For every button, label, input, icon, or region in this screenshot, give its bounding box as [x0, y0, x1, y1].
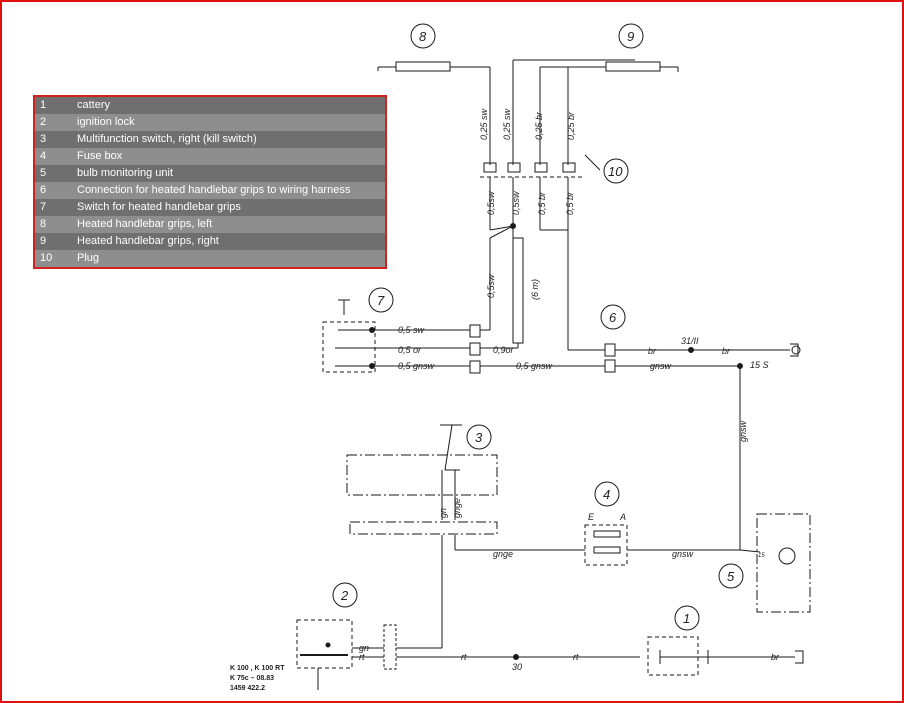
- legend-row: 8 Heated handlebar grips, left: [35, 216, 385, 233]
- wire-label: 15: [758, 553, 765, 559]
- wire-label: 0,5 or: [398, 345, 422, 355]
- callout-1: [674, 605, 700, 631]
- legend-row: 9 Heated handlebar grips, right: [35, 233, 385, 250]
- wire-label: 0,5 br: [537, 191, 547, 215]
- callout-10: [603, 158, 629, 184]
- legend-table: 1 cattery 2 ignition lock 3 Multifunction s…: [33, 95, 387, 269]
- wire-label: 0,5 sw: [398, 325, 425, 335]
- legend-row: 7 Switch for heated handlebar grips: [35, 199, 385, 216]
- callout-7-label: 7: [377, 293, 385, 308]
- callout-3: [466, 424, 492, 450]
- legend-number: 4: [40, 150, 47, 162]
- callout-5: [718, 563, 744, 589]
- wire-label: 0,5 gnsw: [398, 361, 435, 371]
- wire-label: 0,5sw: [511, 191, 521, 215]
- wire-label: gnsw: [672, 549, 694, 559]
- legend-number: 7: [40, 201, 47, 213]
- callout-9-label: 9: [627, 29, 634, 44]
- wire-label: 0,25 sw: [479, 108, 489, 140]
- wire-label: br: [648, 346, 657, 356]
- legend-text: Switch for heated handlebar grips: [77, 201, 241, 213]
- bulb-monitor-5: [756, 513, 811, 613]
- footer-part-number: 1459 422.2: [230, 685, 265, 692]
- legend-row: 10 Plug: [35, 250, 385, 267]
- footer-model: K 100 , K 100 RT: [230, 665, 285, 672]
- callout-6-label: 6: [609, 310, 617, 325]
- legend-number: 9: [40, 235, 47, 247]
- legend-text: Multifunction switch, right (kill switch…: [77, 133, 257, 145]
- wire-label: gnsw: [650, 361, 672, 371]
- wire-label: rt: [573, 652, 579, 662]
- legend-text: Fuse box: [77, 150, 123, 162]
- callout-5-label: 5: [727, 569, 735, 584]
- legend-row: 5 bulb monitoring unit: [35, 165, 385, 182]
- callout-9: [618, 23, 644, 49]
- legend-row: 3 Multifunction switch, right (kill switc…: [35, 131, 385, 148]
- callout-8: [410, 23, 436, 49]
- legend-row: 4 Fuse box: [35, 148, 385, 165]
- ignition-lock-2: [296, 619, 353, 690]
- wire-label: rt: [359, 652, 365, 662]
- legend-text: bulb monitoring unit: [77, 167, 174, 179]
- wire-label: 0,9or: [493, 345, 515, 355]
- legend-number: 10: [40, 252, 53, 264]
- heated-grip-left: [377, 61, 491, 165]
- callout-4-label: 4: [603, 487, 610, 502]
- callout-7: [368, 287, 394, 313]
- wire-label: 0,5sw: [486, 191, 496, 215]
- wire-label: 15 S: [750, 360, 769, 370]
- fuse-box-4: [584, 524, 628, 566]
- switch-7: [322, 299, 376, 373]
- wire-label: A: [619, 512, 626, 522]
- wire-label: 0,25 br: [566, 111, 576, 140]
- wire-label: 30: [512, 662, 522, 672]
- wire-label: gn: [359, 643, 369, 653]
- wire-label: 0,5sw: [486, 274, 496, 298]
- wire-label: (6 m): [530, 279, 540, 300]
- footer-variant: K 75c – 08.83: [230, 675, 274, 682]
- wire-label: 31/II: [681, 336, 699, 346]
- callout-6: [600, 304, 626, 330]
- legend-text: Heated handlebar grips, right: [77, 235, 219, 247]
- wire-label: 0,25 sw: [502, 108, 512, 140]
- heated-grip-right: [567, 61, 679, 165]
- legend-text: Connection for heated handlebar grips to…: [77, 184, 351, 196]
- legend-text: Plug: [77, 252, 100, 264]
- legend-number: 3: [40, 133, 47, 145]
- kill-switch-3: [346, 424, 498, 535]
- battery-1: [647, 636, 709, 676]
- legend-number: 1: [40, 99, 47, 111]
- callout-2: [332, 582, 358, 608]
- wire-label: br: [722, 346, 731, 356]
- wire-label: gn: [438, 508, 448, 518]
- legend-number: 8: [40, 218, 47, 230]
- legend-row: 6 Connection for heated handlebar grips t…: [35, 182, 385, 199]
- wire-label: gnsw: [738, 420, 748, 442]
- legend-row: 1 cattery: [35, 97, 385, 114]
- legend-text: Heated handlebar grips, left: [77, 218, 213, 230]
- callout-2-label: 2: [340, 588, 349, 603]
- callout-10-label: 10: [608, 164, 623, 179]
- wire-label: gnge: [493, 549, 513, 559]
- legend-number: 2: [40, 116, 47, 128]
- wire-label: 0,25 br: [534, 111, 544, 140]
- legend-text: cattery: [77, 99, 111, 111]
- legend-number: 6: [40, 184, 47, 196]
- callout-3-label: 3: [475, 430, 483, 445]
- legend-row: 2 ignition lock: [35, 114, 385, 131]
- legend-text: ignition lock: [77, 116, 135, 128]
- wire-label: br: [771, 652, 780, 662]
- wire-label: rt: [461, 652, 467, 662]
- connector-6: [604, 343, 616, 373]
- wire-label: 0,5 br: [565, 191, 575, 215]
- legend-number: 5: [40, 167, 47, 179]
- callout-8-label: 8: [419, 29, 427, 44]
- callout-1-label: 1: [683, 611, 690, 626]
- wire-label: gnge: [452, 498, 462, 518]
- wire-label: 0,5 gnsw: [516, 361, 553, 371]
- callout-4: [594, 481, 620, 507]
- wire-label: E: [588, 512, 595, 522]
